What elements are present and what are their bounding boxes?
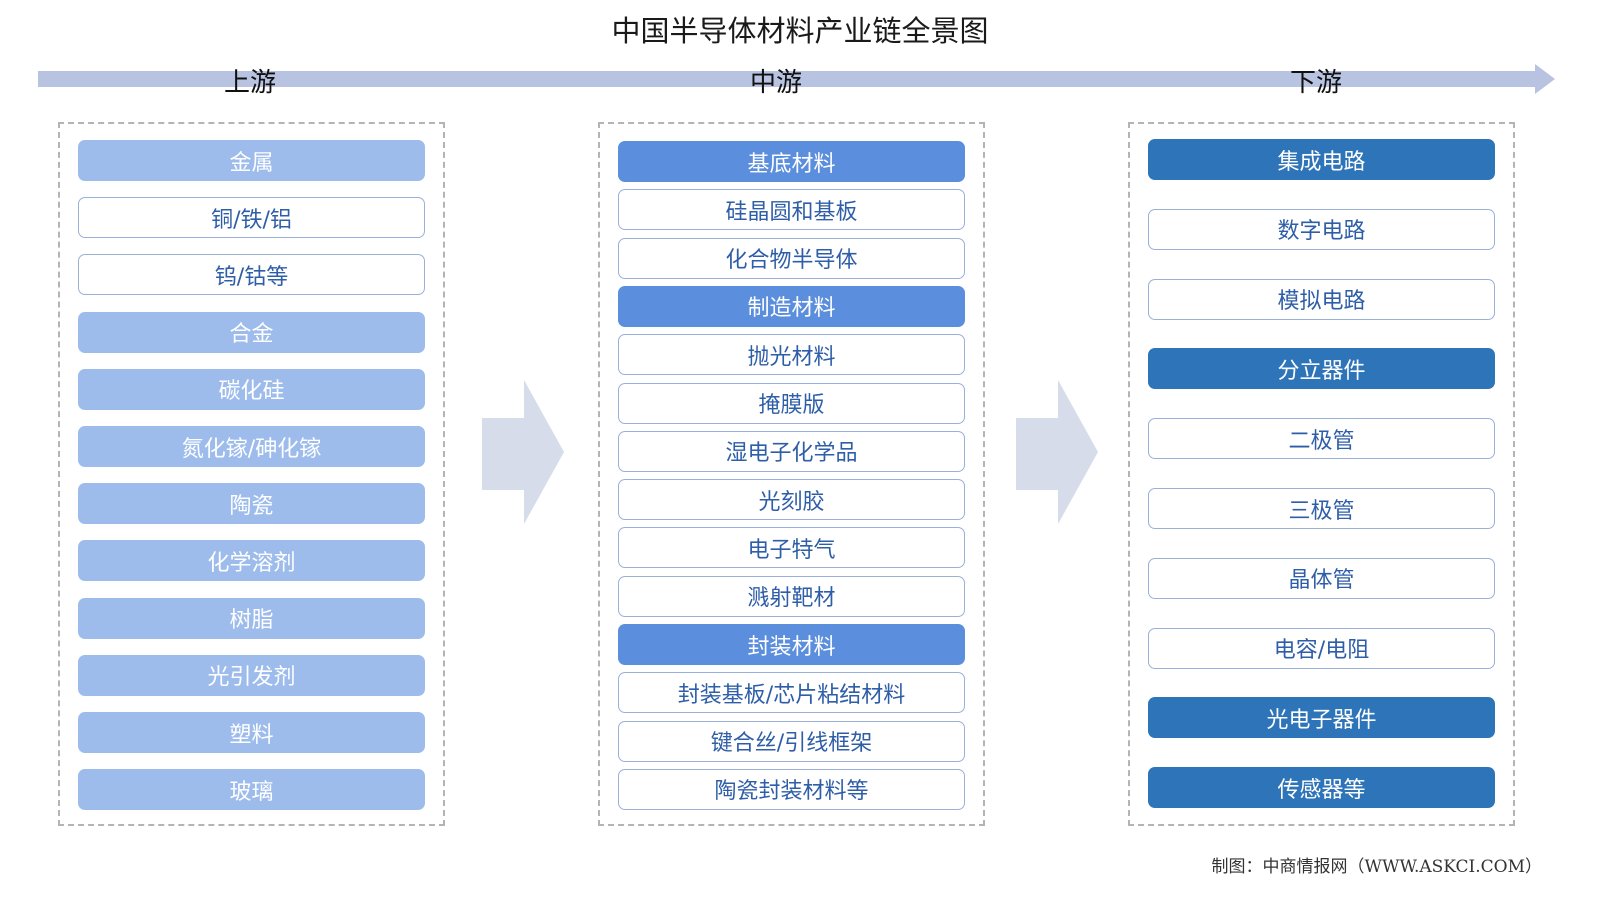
midstream-item: 抛光材料 bbox=[618, 334, 965, 376]
flow-arrow-bar bbox=[38, 71, 1538, 87]
flow-arrow-head-icon bbox=[1535, 64, 1555, 94]
upstream-item: 氮化镓/砷化镓 bbox=[78, 426, 425, 467]
downstream-item: 晶体管 bbox=[1148, 557, 1495, 599]
downstream-item: 二极管 bbox=[1148, 418, 1495, 460]
upstream-item: 光引发剂 bbox=[78, 654, 425, 696]
downstream-item: 三极管 bbox=[1148, 488, 1495, 529]
stage-label-midstream: 中游 bbox=[749, 68, 802, 98]
midstream-item: 封装基板/芯片粘结材料 bbox=[618, 672, 965, 714]
downstream-item: 传感器等 bbox=[1148, 767, 1495, 809]
midstream-panel: 基底材料硅晶圆和基板化合物半导体制造材料抛光材料掩膜版湿电子化学品光刻胶电子特气… bbox=[598, 122, 985, 826]
upstream-panel: 金属铜/铁/铝钨/钴等合金碳化硅氮化镓/砷化镓陶瓷化学溶剂树脂光引发剂塑料玻璃 bbox=[58, 122, 445, 826]
downstream-item: 数字电路 bbox=[1148, 208, 1495, 250]
midstream-item: 硅晶圆和基板 bbox=[618, 189, 965, 231]
diagram-title: 中国半导体材料产业链全景图 bbox=[611, 14, 989, 48]
midstream-item: 制造材料 bbox=[618, 285, 965, 327]
upstream-item: 塑料 bbox=[78, 712, 425, 753]
midstream-item: 陶瓷封装材料等 bbox=[618, 768, 965, 810]
upstream-item: 铜/铁/铝 bbox=[78, 197, 425, 239]
midstream-item: 湿电子化学品 bbox=[618, 430, 965, 472]
upstream-item: 钨/钴等 bbox=[78, 254, 425, 296]
upstream-item: 玻璃 bbox=[78, 769, 425, 811]
upstream-item: 化学溶剂 bbox=[78, 540, 425, 582]
downstream-item: 电容/电阻 bbox=[1148, 627, 1495, 669]
midstream-item: 化合物半导体 bbox=[618, 237, 965, 279]
midstream-item: 基底材料 bbox=[618, 141, 965, 182]
stage-label-downstream: 下游 bbox=[1289, 68, 1342, 98]
midstream-item: 电子特气 bbox=[618, 527, 965, 569]
source-credit: 制图：中商情报网（WWW.ASKCI.COM） bbox=[1211, 857, 1543, 877]
upstream-item: 金属 bbox=[78, 140, 425, 181]
stage-label-upstream: 上游 bbox=[223, 68, 276, 98]
upstream-item: 合金 bbox=[78, 311, 425, 353]
upstream-item: 陶瓷 bbox=[78, 483, 425, 525]
downstream-item: 分立器件 bbox=[1148, 348, 1495, 390]
downstream-item: 集成电路 bbox=[1148, 139, 1495, 180]
midstream-item: 封装材料 bbox=[618, 624, 965, 665]
midstream-item: 溅射靶材 bbox=[618, 575, 965, 617]
upstream-item: 碳化硅 bbox=[78, 368, 425, 410]
midstream-item: 光刻胶 bbox=[618, 479, 965, 521]
midstream-item: 掩膜版 bbox=[618, 382, 965, 424]
downstream-panel: 集成电路数字电路模拟电路分立器件二极管三极管晶体管电容/电阻光电子器件传感器等 bbox=[1128, 122, 1515, 826]
downstream-item: 模拟电路 bbox=[1148, 278, 1495, 320]
upstream-item: 树脂 bbox=[78, 597, 425, 639]
downstream-item: 光电子器件 bbox=[1148, 697, 1495, 739]
midstream-item: 键合丝/引线框架 bbox=[618, 720, 965, 762]
